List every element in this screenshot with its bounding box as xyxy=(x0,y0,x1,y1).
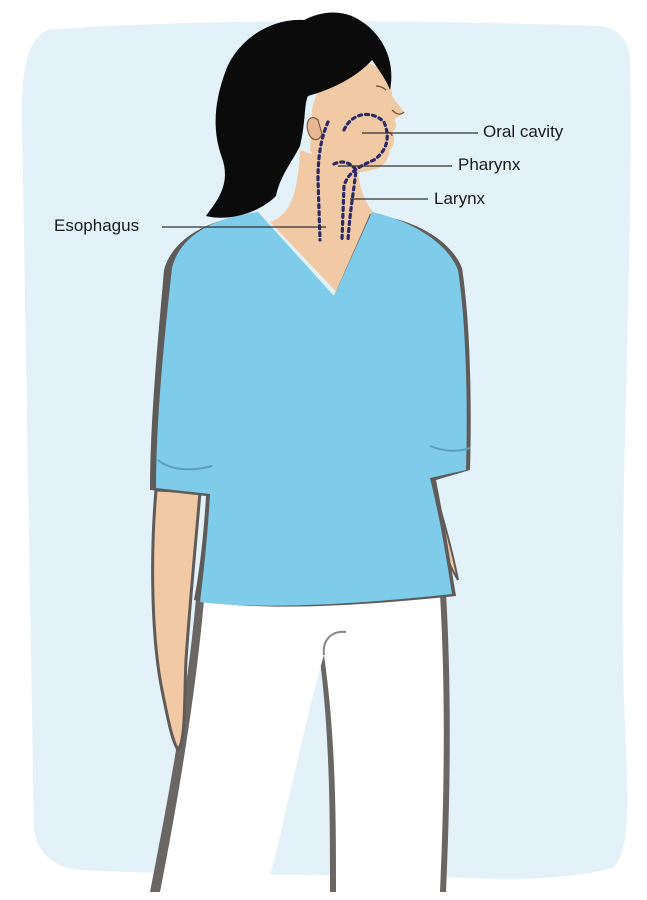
label-larynx: Larynx xyxy=(434,190,485,207)
label-pharynx: Pharynx xyxy=(458,156,520,173)
label-oral-cavity: Oral cavity xyxy=(483,123,563,140)
label-esophagus: Esophagus xyxy=(54,217,139,234)
